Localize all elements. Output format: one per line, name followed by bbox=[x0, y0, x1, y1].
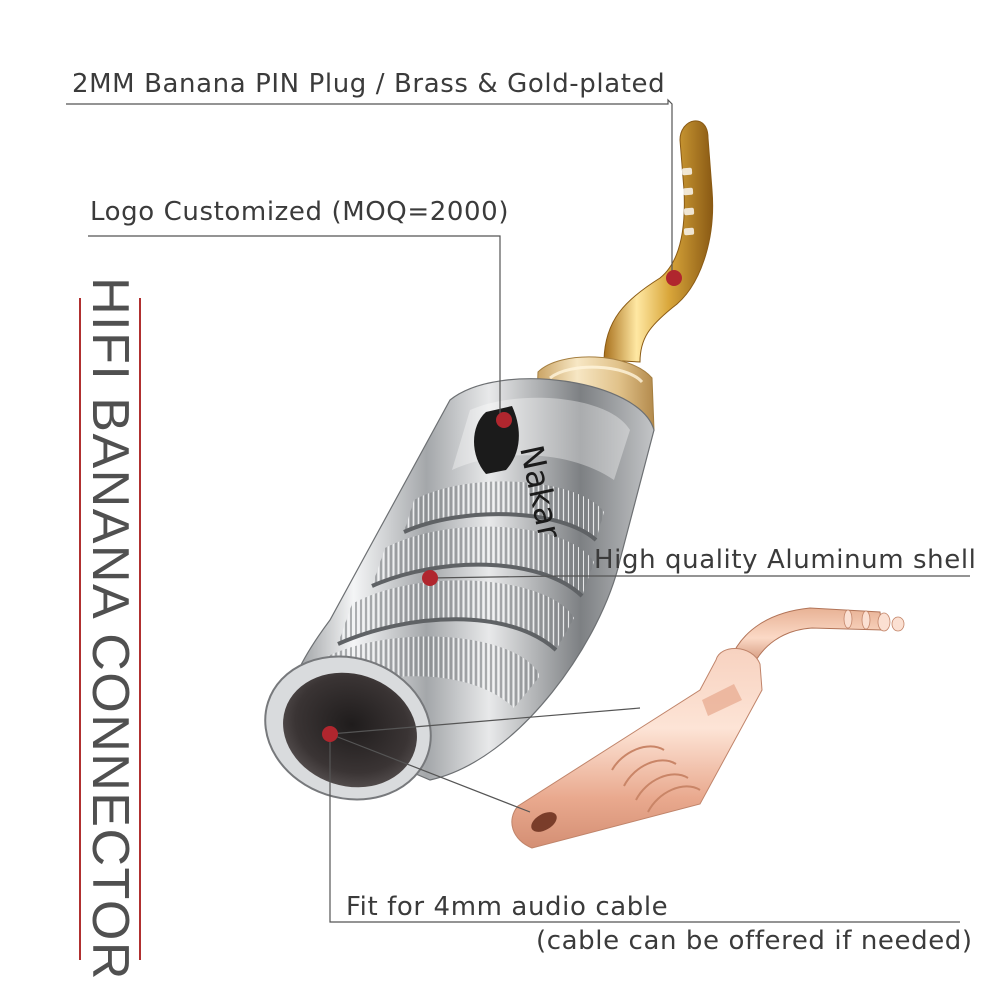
side-title: HIFI BANANA CONNECTOR bbox=[81, 277, 139, 981]
callout-cable-note: (cable can be offered if needed) bbox=[536, 926, 973, 956]
callout-logo-label: Logo Customized (MOQ=2000) bbox=[90, 197, 510, 227]
red-dot-icon bbox=[422, 570, 438, 586]
leader-lines bbox=[66, 98, 970, 923]
callout-pin-label: 2MM Banana PIN Plug / Brass & Gold-plate… bbox=[72, 69, 666, 99]
red-dot-icon bbox=[322, 726, 338, 742]
copper-pin-plug bbox=[511, 607, 905, 849]
barrel-opening bbox=[264, 655, 432, 801]
callout-cable-label: Fit for 4mm audio cable bbox=[346, 892, 669, 922]
gold-pin-icon bbox=[603, 120, 714, 363]
red-dot-icon bbox=[666, 270, 682, 286]
side-title-frame: HIFI BANANA CONNECTOR bbox=[79, 277, 141, 981]
red-dot-icon bbox=[496, 412, 512, 428]
callout-shell-label: High quality Aluminum shell bbox=[594, 545, 977, 575]
